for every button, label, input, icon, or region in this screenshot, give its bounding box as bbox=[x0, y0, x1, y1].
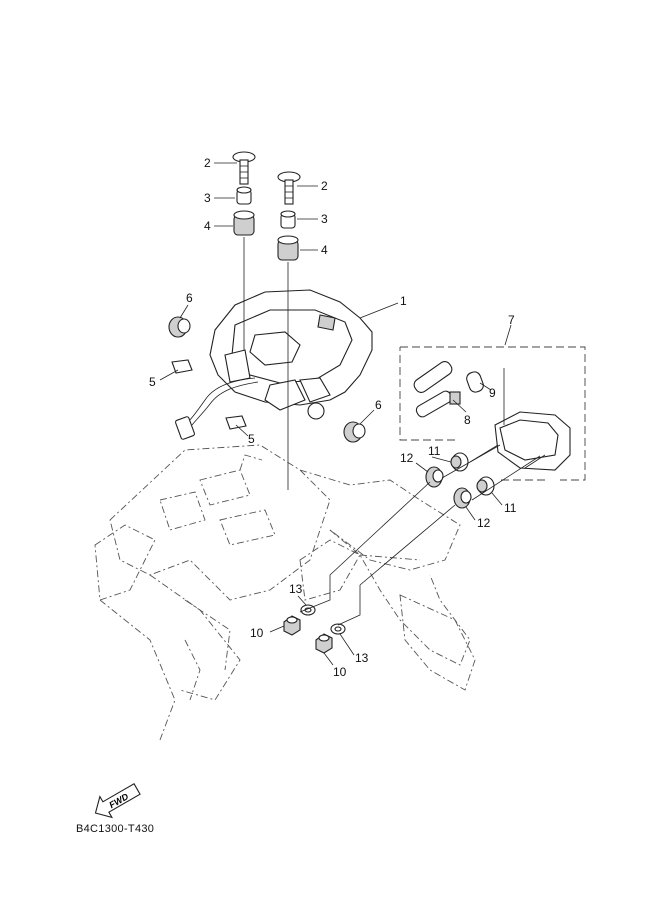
callout-5-upper: 5 bbox=[149, 375, 156, 389]
callout-9: 9 bbox=[489, 386, 496, 400]
nut-5-upper-icon bbox=[171, 359, 193, 374]
bulb-socket-8-icon bbox=[413, 361, 461, 418]
collar-11-upper-icon bbox=[450, 452, 469, 472]
grommet-6-left-icon bbox=[168, 316, 191, 338]
wiring-harness bbox=[175, 377, 259, 440]
screw-2-left-icon bbox=[232, 151, 256, 185]
callout-12-lower: 12 bbox=[477, 516, 491, 530]
callout-2-left: 2 bbox=[204, 156, 211, 170]
turn-signal-lens-icon bbox=[469, 411, 571, 471]
washer-13-right-icon bbox=[330, 623, 346, 635]
callout-5-lower: 5 bbox=[248, 432, 255, 446]
collar-3-right-icon bbox=[280, 210, 296, 229]
callout-3-right: 3 bbox=[321, 212, 328, 226]
callout-12-upper: 12 bbox=[400, 451, 414, 465]
callout-4-right: 4 bbox=[321, 243, 328, 257]
grommet-4-left-icon bbox=[233, 210, 255, 236]
leader-lines bbox=[159, 162, 512, 666]
damper-12-lower-icon bbox=[453, 487, 472, 509]
callout-2-right: 2 bbox=[321, 179, 328, 193]
taillight-assembly bbox=[209, 289, 373, 411]
callout-1: 1 bbox=[400, 294, 407, 308]
nut-10-left-icon bbox=[283, 615, 301, 636]
collar-3-left-icon bbox=[236, 186, 252, 205]
callout-11-upper: 11 bbox=[428, 444, 441, 458]
damper-12-upper-icon bbox=[425, 466, 444, 488]
fwd-arrow-icon: FWD bbox=[94, 783, 141, 819]
callout-7: 7 bbox=[508, 313, 515, 327]
callout-11-lower: 11 bbox=[504, 501, 517, 515]
callout-13-left: 13 bbox=[289, 582, 303, 596]
callout-10-right: 10 bbox=[333, 665, 347, 679]
callout-10-left: 10 bbox=[250, 626, 264, 640]
callout-6-left: 6 bbox=[186, 291, 193, 305]
callout-3-left: 3 bbox=[204, 191, 211, 205]
grommet-6-right-icon bbox=[343, 421, 366, 443]
diagram-code: B4C1300-T430 bbox=[76, 823, 155, 835]
collar-11-lower-icon bbox=[476, 476, 495, 496]
screw-2-right-icon bbox=[277, 171, 301, 205]
grommet-6-mid-icon bbox=[307, 402, 325, 420]
bulb-9-icon bbox=[466, 371, 484, 393]
callout-4-left: 4 bbox=[204, 219, 211, 233]
rear-frame-outline bbox=[94, 444, 476, 741]
nut-10-right-icon bbox=[315, 633, 333, 654]
callout-labels: 1 2 2 3 3 4 4 5 5 6 6 7 8 9 10 10 11 11 … bbox=[149, 156, 517, 679]
callout-8: 8 bbox=[464, 413, 471, 427]
bulb-kit-box bbox=[399, 346, 586, 481]
grommet-4-right-icon bbox=[277, 235, 299, 261]
callout-13-right: 13 bbox=[355, 651, 369, 665]
callout-6-right: 6 bbox=[375, 398, 382, 412]
nut-5-lower-icon bbox=[225, 415, 247, 430]
